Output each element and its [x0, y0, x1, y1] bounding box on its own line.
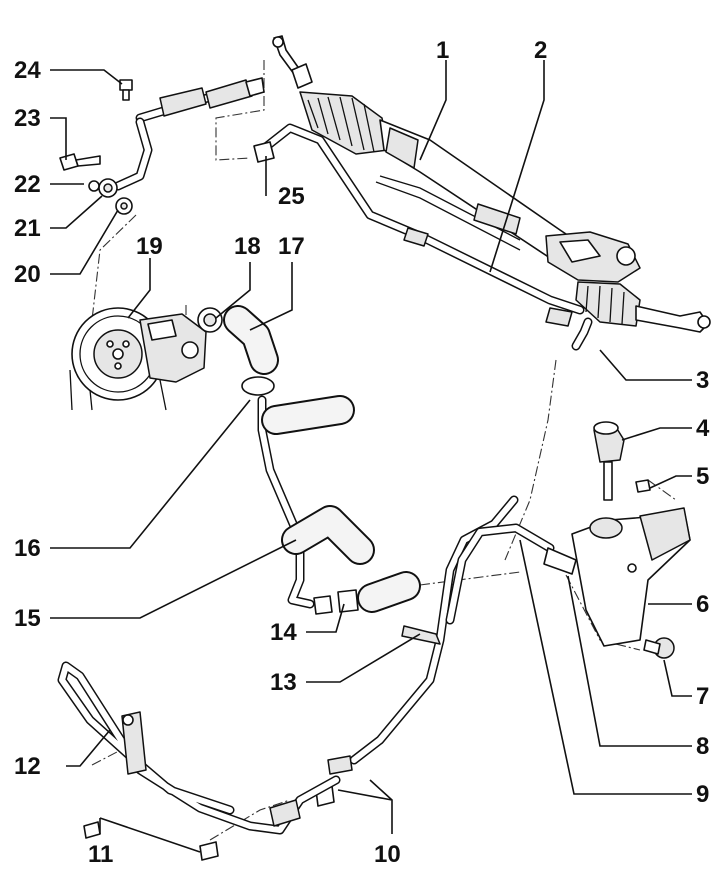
callout-18: 18: [234, 233, 261, 260]
callout-1: 1: [436, 37, 449, 64]
callout-19: 19: [136, 233, 163, 260]
return-hose-3: [571, 317, 593, 351]
callout-20: 20: [14, 261, 41, 288]
callout-7: 7: [696, 683, 709, 710]
fluid-reservoir: [571, 421, 691, 659]
callout-24: 24: [14, 57, 41, 84]
callout-5: 5: [696, 463, 709, 490]
pressure-hose-assembly: [59, 77, 275, 215]
callout-25: 25: [278, 183, 305, 210]
leader-lines: [50, 60, 692, 853]
callout-14: 14: [270, 619, 297, 646]
callout-11: 11: [88, 841, 113, 868]
callout-12: 12: [14, 753, 41, 780]
callout-10: 10: [374, 841, 401, 868]
callout-labels: 1 2 3 4 5 6 7 8 9 10 11 12 13 14 15 16 1…: [14, 37, 710, 868]
callout-23: 23: [14, 105, 41, 132]
callout-8: 8: [696, 733, 709, 760]
callout-21: 21: [14, 215, 41, 242]
callout-17: 17: [278, 233, 305, 260]
callout-3: 3: [696, 367, 709, 394]
steering-rack: [272, 35, 711, 333]
callout-15: 15: [14, 605, 41, 632]
callout-6: 6: [696, 591, 709, 618]
callout-16: 16: [14, 535, 41, 562]
callout-22: 22: [14, 171, 41, 198]
callout-2: 2: [534, 37, 547, 64]
callout-9: 9: [696, 781, 709, 808]
pressure-line-rack: [257, 123, 585, 327]
suction-hose: [197, 305, 421, 615]
callout-13: 13: [270, 669, 297, 696]
power-steering-pump: [69, 307, 207, 411]
return-lines: [57, 495, 577, 861]
callout-4: 4: [696, 415, 710, 442]
